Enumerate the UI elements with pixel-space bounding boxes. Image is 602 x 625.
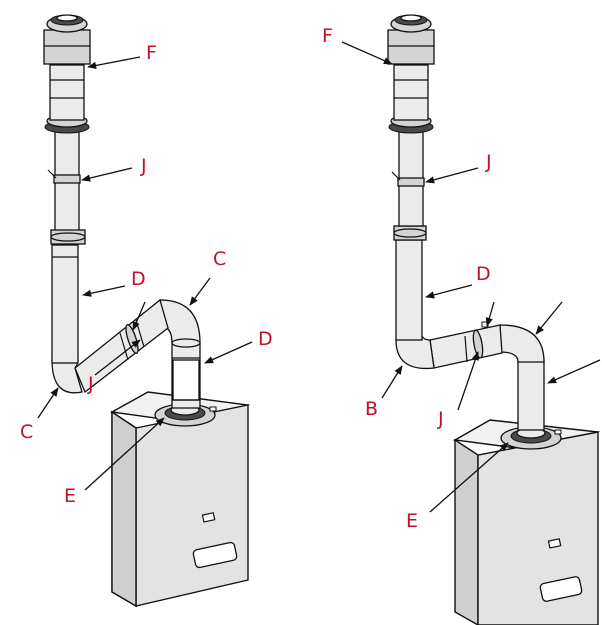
leader-left-c-upper [189, 277, 211, 306]
leader-right-riser [547, 359, 601, 384]
right-vertical-flue [387, 14, 435, 341]
leader-left-e [84, 417, 165, 491]
left-horizontal-pipe [74, 298, 169, 394]
leader-left-d-right [204, 341, 253, 364]
leader-left-d-upper [82, 285, 126, 297]
left-upper-elbow [159, 299, 201, 348]
right-boiler-riser [499, 324, 545, 431]
left-boiler [109, 391, 251, 608]
leader-left-j-mid [132, 301, 146, 331]
leader-right-d-upper [425, 284, 473, 299]
leader-right-e [429, 442, 509, 513]
leader-left-f [87, 56, 141, 70]
right-horizontal-pipe [429, 321, 503, 369]
left-lower-elbow [51, 359, 83, 394]
right-lower-elbow [395, 335, 435, 370]
leader-right-j-lower [457, 351, 479, 411]
right-assembly [341, 14, 601, 625]
right-boiler [452, 419, 601, 625]
left-assembly [37, 14, 253, 608]
leader-right-b [381, 365, 403, 399]
left-vertical-flue [43, 14, 91, 364]
left-leader-lines [37, 56, 253, 491]
leader-left-j-upper [81, 167, 133, 182]
leader-right-d-mid [485, 301, 495, 327]
right-leader-lines [341, 41, 601, 513]
leader-right-elbow [535, 301, 563, 335]
leader-right-j-upper [425, 167, 479, 184]
leader-right-f [341, 41, 393, 65]
leader-left-j-lower [94, 339, 141, 376]
left-boiler-riser [171, 342, 201, 409]
leader-left-c-lower [37, 387, 59, 419]
